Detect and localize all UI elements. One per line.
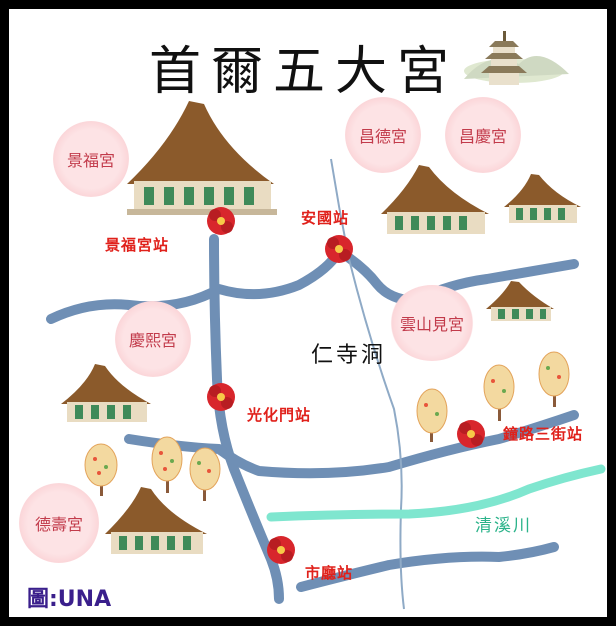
palace-label-unhyeon: 雲山見宮 bbox=[399, 315, 464, 334]
station-markers bbox=[207, 207, 485, 564]
station-marker-gyeongbokgung bbox=[207, 207, 235, 235]
station-label-cityhall: 市廳站 bbox=[305, 564, 354, 582]
map-canvas: 首爾五大宮 景福宮 昌德宮 昌慶宮 慶熙宮 雲山見宮 德壽宮 景福宮站 安國站 … bbox=[9, 9, 607, 617]
station-label-gyeongbokgung: 景福宮站 bbox=[105, 236, 170, 254]
road-insadong bbox=[330, 158, 405, 610]
tree-icon bbox=[483, 364, 515, 421]
map-title: 首爾五大宮 bbox=[149, 42, 460, 102]
road-jongno bbox=[124, 410, 579, 479]
cheonggyecheon-stream bbox=[266, 464, 606, 522]
palace-label-changdeok: 昌德宮 bbox=[358, 127, 407, 146]
station-label-anguk: 安國站 bbox=[301, 209, 350, 227]
district-label-insadong: 仁寺洞 bbox=[311, 343, 387, 368]
tree-icons bbox=[84, 351, 570, 501]
station-label-gwanghwamun: 光化門站 bbox=[247, 406, 312, 424]
palace-badge-unhyeon: 雲山見宮 bbox=[389, 285, 475, 361]
tree-icon bbox=[84, 443, 118, 496]
palace-badge-gyeonghui: 慶熙宮 bbox=[115, 301, 191, 377]
tree-icon bbox=[416, 388, 448, 442]
station-label-jongno3ga: 鐘路三街站 bbox=[503, 425, 584, 443]
palace-label-gyeonghui: 慶熙宮 bbox=[128, 331, 177, 350]
station-marker-jongno3ga bbox=[457, 420, 485, 448]
image-credit: 圖:UNA bbox=[27, 587, 112, 612]
pagoda-icon bbox=[464, 31, 569, 85]
palace-label-gyeongbok: 景福宮 bbox=[66, 151, 115, 170]
palace-building-gyeongbok bbox=[127, 101, 277, 215]
tree-icon bbox=[151, 436, 183, 493]
palace-badge-changgyeong: 昌慶宮 bbox=[445, 97, 521, 173]
station-marker-gwanghwamun bbox=[207, 383, 235, 411]
station-marker-anguk bbox=[325, 235, 353, 263]
palace-badge-gyeongbok: 景福宮 bbox=[53, 121, 129, 197]
palace-building-gyeonghui bbox=[61, 364, 151, 422]
palace-building-changgyeong bbox=[504, 174, 581, 223]
tree-icon bbox=[538, 351, 570, 407]
road-north bbox=[46, 246, 344, 324]
river-label-cheonggyecheon: 清溪川 bbox=[475, 516, 532, 536]
palace-label-changgyeong: 昌慶宮 bbox=[458, 127, 507, 146]
palace-badge-deoksu: 德壽宮 bbox=[19, 483, 99, 563]
palace-building-changdeok bbox=[381, 165, 489, 234]
palace-building-unhyeon bbox=[486, 281, 554, 321]
tree-icon bbox=[189, 447, 221, 501]
station-marker-cityhall bbox=[267, 536, 295, 564]
palace-building-deoksu bbox=[105, 487, 207, 554]
road-euljiro bbox=[296, 542, 559, 592]
palace-label-deoksu: 德壽宮 bbox=[34, 515, 83, 534]
palace-badge-changdeok: 昌德宮 bbox=[345, 97, 421, 173]
